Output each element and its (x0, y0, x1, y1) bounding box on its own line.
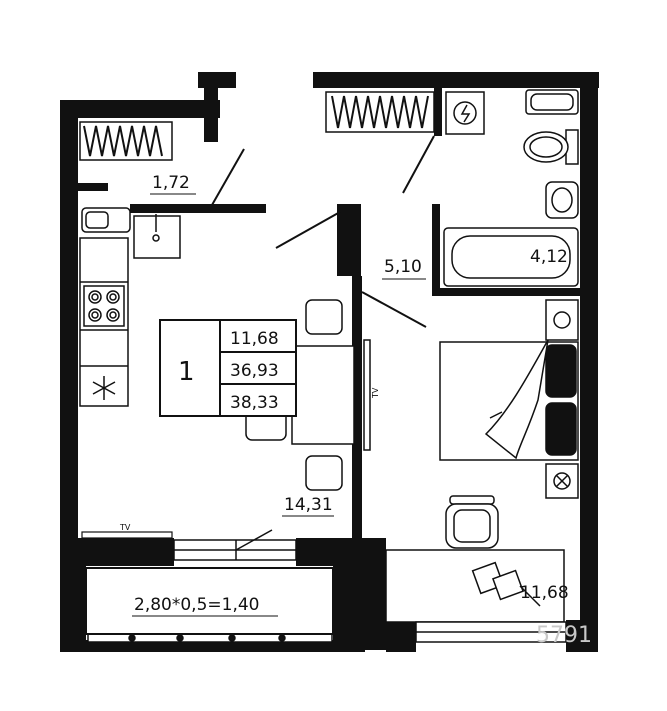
windows (87, 529, 567, 643)
bathroom-fixtures (443, 89, 579, 287)
living-total-label: 36,93 (230, 361, 279, 381)
doors (211, 135, 435, 328)
chair (305, 455, 343, 491)
bedroom-door (361, 291, 427, 328)
nightstand-lamp-icon (545, 299, 579, 499)
dining-set (245, 299, 355, 491)
total-area-label: 38,33 (230, 393, 279, 413)
bathtub-icon (443, 227, 579, 287)
kitchen-sink-icon (133, 214, 181, 259)
dining-table (291, 345, 355, 445)
tv-icon (81, 531, 173, 539)
electric-panel (445, 91, 485, 135)
balcony-formula-label: 2,80*0,5=1,40 (134, 595, 259, 615)
watermark-text: 5791 (536, 623, 592, 648)
closet-door (211, 148, 245, 206)
tv-label: TV (371, 387, 380, 399)
tv-icon (363, 339, 371, 451)
kitchen-area-label: 14,31 (284, 495, 333, 515)
sink-icon (545, 181, 579, 219)
kitchen-door (275, 211, 341, 249)
wardrobe-hall (325, 91, 435, 133)
closet-area-label: 1,72 (152, 173, 190, 193)
bedroom-area-label: 11,68 (520, 583, 569, 603)
desk (385, 549, 565, 623)
tv-label: TV (119, 523, 131, 532)
room-count-label: 1 (178, 357, 195, 387)
wardrobe-left (79, 121, 173, 161)
bathroom-door (402, 135, 435, 194)
walls (60, 72, 599, 652)
area-labels: 1,72 5,10 4,12 1 11,68 36,93 38,33 14,31… (119, 173, 569, 617)
living-area-label: 11,68 (230, 329, 279, 349)
bed (439, 339, 579, 461)
office-chair-icon (445, 495, 499, 549)
balcony (85, 567, 334, 635)
stove-icon (83, 285, 125, 327)
chair (305, 299, 343, 335)
hall-area-label: 5,10 (384, 257, 422, 277)
bath-area-label: 4,12 (530, 247, 568, 267)
fridge-snowflake-icon (92, 376, 116, 400)
room-summary-table (159, 319, 297, 417)
toilet-icon (523, 129, 579, 165)
closet-appliance (81, 207, 131, 233)
